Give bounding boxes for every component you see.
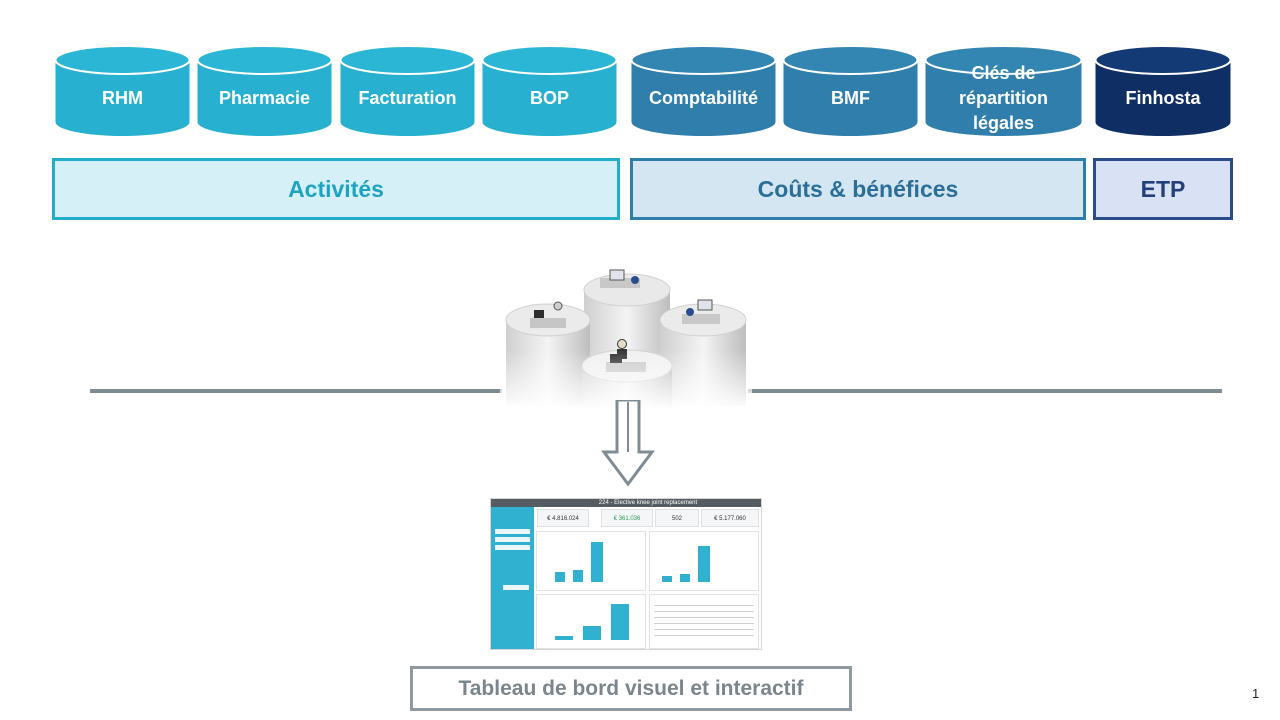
source-label-bmf: BMF xyxy=(831,87,870,108)
dashboard-side-button xyxy=(503,585,529,590)
cylinder-top xyxy=(339,46,476,75)
cylinder-body xyxy=(197,60,332,136)
source-label-bop: BOP xyxy=(529,87,569,108)
cylinder-top xyxy=(481,46,618,75)
source-label-facturation: Facturation xyxy=(358,87,457,108)
source-cylinder-rhm: RHM xyxy=(54,46,191,136)
dashboard-bar xyxy=(591,542,603,582)
cylinder-body xyxy=(1095,60,1231,136)
category-activites: Activités xyxy=(52,158,620,220)
cylinder-body xyxy=(783,60,918,136)
dashboard-kpi-value: 502 xyxy=(671,516,682,522)
page-number: 1 xyxy=(1252,686,1260,701)
horizontal-line-left xyxy=(90,389,502,393)
dashboard-bar xyxy=(698,546,710,582)
dashboard-kpi: € 5.177.060 xyxy=(701,509,759,527)
source-label-rhm: RHM xyxy=(102,87,143,108)
cylinder-top xyxy=(196,46,333,75)
dashboard-table-row xyxy=(654,605,754,606)
dashboard-kpi-value: € 361.036 xyxy=(613,516,641,522)
dashboard-caption: Tableau de bord visuel et interactif xyxy=(410,666,852,711)
dashboard-bar xyxy=(555,572,565,582)
cylinder-body xyxy=(482,60,617,136)
cylinder-body xyxy=(340,60,475,136)
cylinder-body xyxy=(631,60,776,136)
source-cylinder-bop: BOP xyxy=(481,46,618,136)
dashboard-header-bar xyxy=(491,499,761,507)
category-etp: ETP xyxy=(1093,158,1233,220)
dashboard-table-panel xyxy=(649,594,759,649)
dashboard-panel xyxy=(649,531,759,591)
dashboard-side-button xyxy=(495,529,530,534)
source-cylinder-facturation: Facturation xyxy=(339,46,476,136)
dashboard-kpi-value: € 5.177.060 xyxy=(714,516,746,522)
source-cylinder-comptabilite: Comptabilité xyxy=(630,46,777,136)
dashboard-bar xyxy=(555,636,573,640)
cylinder-top xyxy=(630,46,777,75)
category-activites-label: Activités xyxy=(288,175,384,202)
source-cylinder-cles-de-repartition: Clés de répartition légales xyxy=(924,46,1083,136)
dashboard-kpi: € 361.036 xyxy=(601,509,653,527)
dashboard-kpi: € 4.816.024 xyxy=(537,509,589,527)
cylinder-top xyxy=(54,46,191,75)
dashboard-panel xyxy=(536,594,646,649)
source-cylinder-finhosta: Finhosta xyxy=(1094,46,1232,136)
cylinder-top xyxy=(1094,46,1232,75)
down-arrow-icon xyxy=(601,400,655,487)
dashboard-kpi-value: € 4.816.024 xyxy=(547,516,579,522)
source-label-pharmacie: Pharmacie xyxy=(218,87,311,108)
dashboard-bar xyxy=(573,570,583,582)
source-label-cles-de-repartition: Clés de répartition légales xyxy=(958,62,1048,133)
cylinder-body xyxy=(55,60,190,136)
source-label-finhosta: Finhosta xyxy=(1125,87,1201,108)
source-label-comptabilite: Comptabilité xyxy=(648,87,758,108)
cylinder-body xyxy=(925,60,1082,136)
dashboard-sidebar xyxy=(491,507,534,649)
cylinder-top xyxy=(924,46,1083,75)
category-couts-label: Coûts & bénéfices xyxy=(757,175,959,202)
cylinder-top xyxy=(782,46,919,75)
dashboard-thumbnail: 224 - Elective knee joint replacement € … xyxy=(490,498,762,650)
office-workers-illustration xyxy=(500,258,752,410)
dashboard-table-row xyxy=(654,635,754,636)
dashboard-kpi: 502 xyxy=(655,509,699,527)
source-cylinder-bmf: BMF xyxy=(782,46,919,136)
category-couts-benefices: Coûts & bénéfices xyxy=(630,158,1086,220)
dashboard-bar xyxy=(680,574,690,582)
dashboard-table-row xyxy=(654,611,754,612)
dashboard-table-row xyxy=(654,617,754,618)
dashboard-table-row xyxy=(654,623,754,624)
dashboard-caption-text: Tableau de bord visuel et interactif xyxy=(458,676,804,700)
dashboard-side-button xyxy=(495,537,530,542)
dashboard-side-button xyxy=(495,545,530,550)
dashboard-title: 224 - Elective knee joint replacement xyxy=(598,500,698,506)
dashboard-bar xyxy=(662,576,672,582)
dashboard-bar xyxy=(611,604,629,640)
source-cylinder-pharmacie: Pharmacie xyxy=(196,46,333,136)
dashboard-panel xyxy=(536,531,646,591)
horizontal-line-right xyxy=(748,389,1222,393)
category-etp-label: ETP xyxy=(1140,175,1186,202)
dashboard-bar xyxy=(583,626,601,640)
dashboard-table-row xyxy=(654,629,754,630)
